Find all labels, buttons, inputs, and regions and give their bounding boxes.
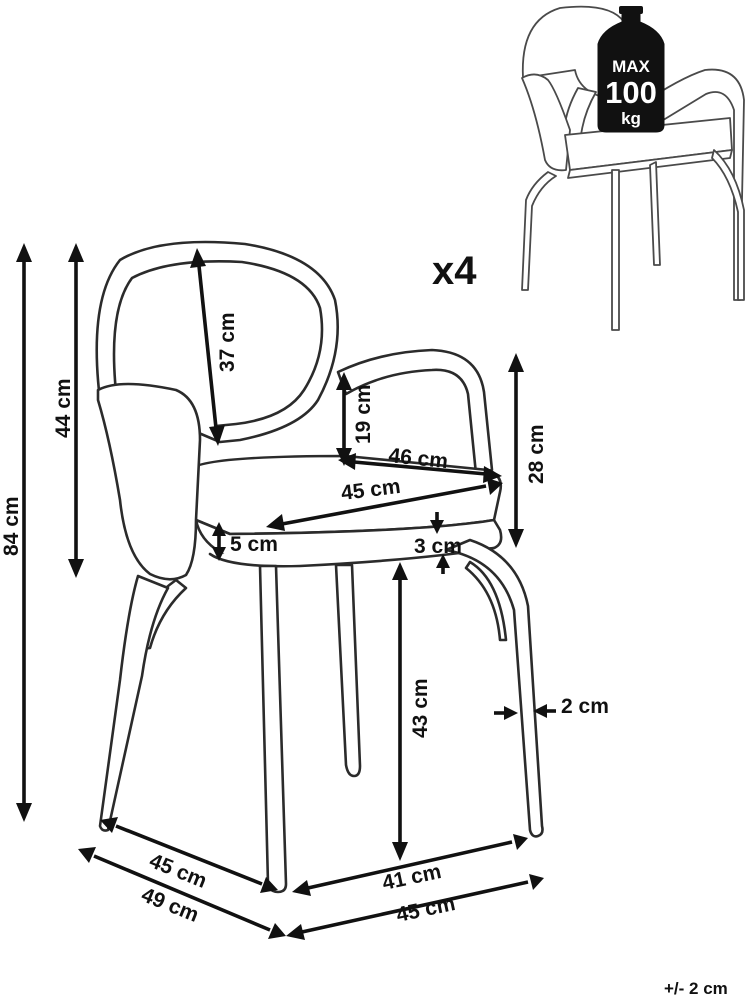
width-outer-label: 45 cm: [394, 892, 457, 927]
max-load-weight-icon: MAX 100 kg: [597, 6, 665, 133]
seat-height-label: 43 cm: [409, 678, 432, 738]
dimension-lines: [16, 243, 556, 940]
max-load-line3: kg: [621, 109, 641, 128]
leg-thickness-label: 2 cm: [561, 695, 609, 718]
max-load-line2: 100: [605, 75, 657, 110]
main-chair: [95, 240, 544, 894]
max-load-line1: MAX: [612, 57, 650, 76]
total-height-label: 84 cm: [0, 496, 23, 556]
seat-to-arm-height-label: 28 cm: [525, 424, 548, 484]
seat-thickness-label: 5 cm: [230, 533, 278, 556]
armrest-height-label: 19 cm: [352, 384, 375, 444]
back-height-label: 44 cm: [52, 378, 75, 438]
width-inner-label: 41 cm: [380, 860, 443, 895]
tolerance-note: +/- 2 cm: [664, 979, 728, 998]
backrest-height-label: 37 cm: [216, 312, 239, 372]
quantity-label: x4: [432, 249, 477, 293]
seat-frame-label: 3 cm: [414, 535, 462, 558]
